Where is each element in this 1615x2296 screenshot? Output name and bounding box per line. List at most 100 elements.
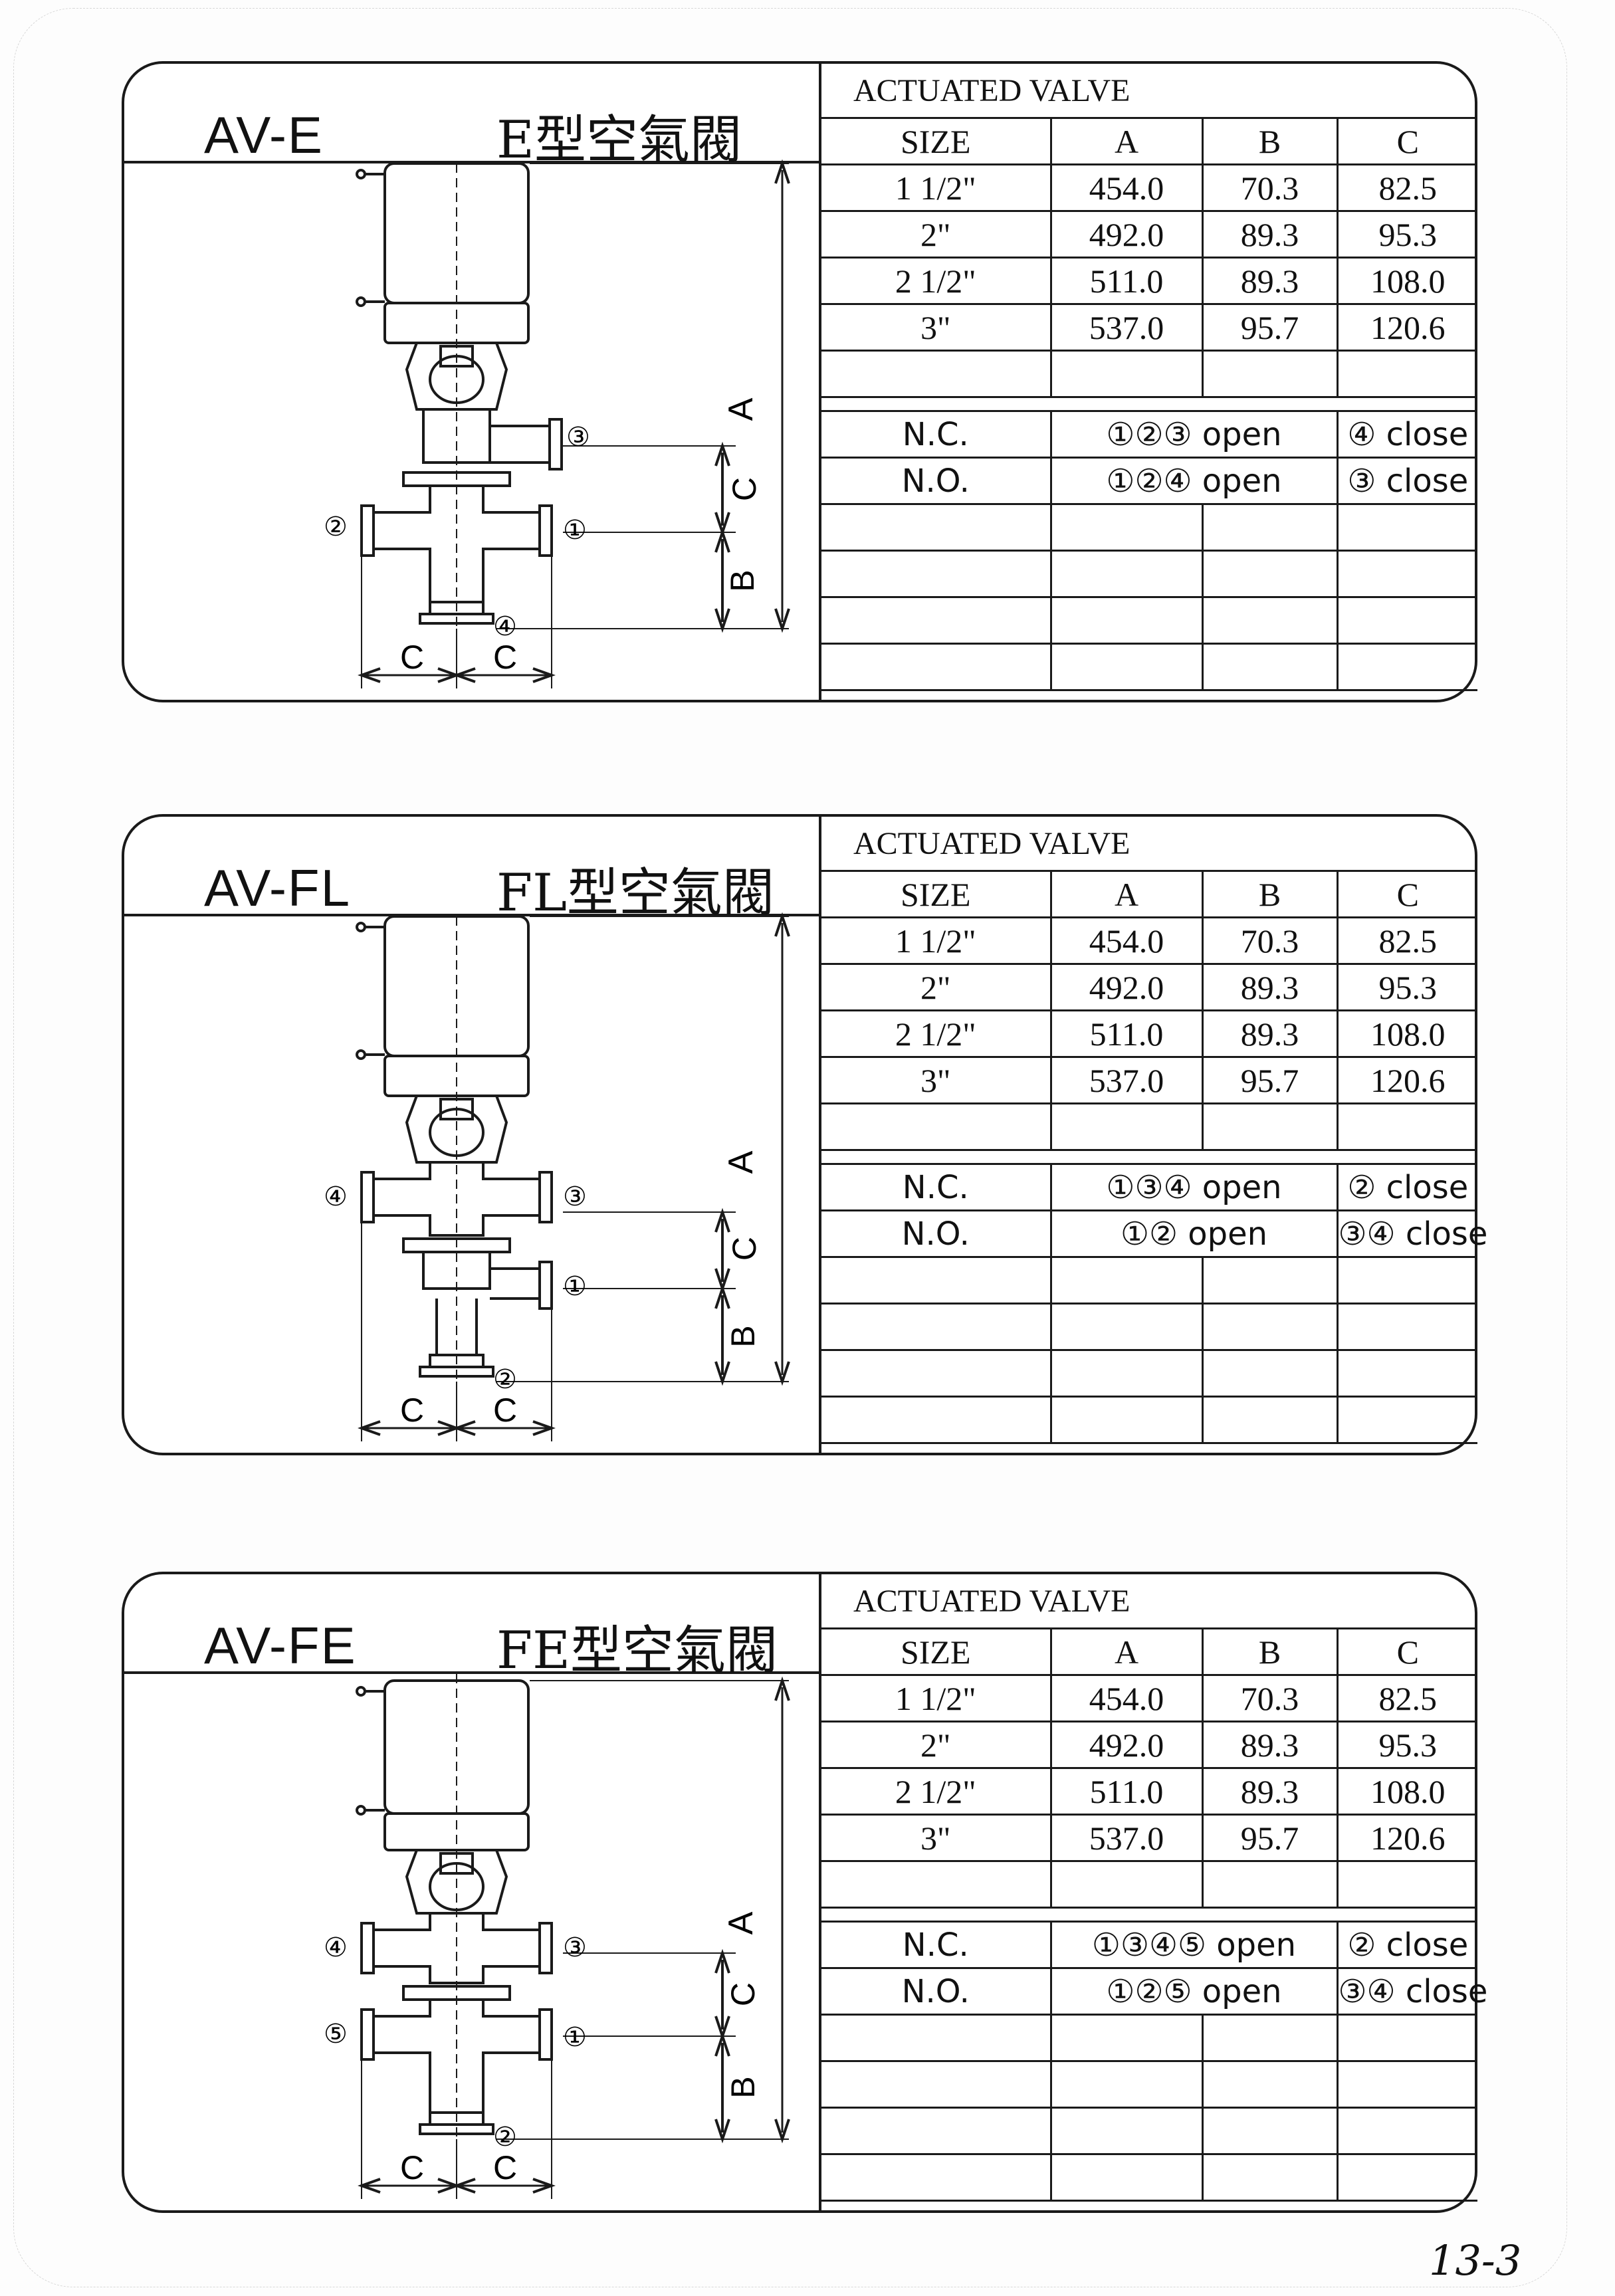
spec-table: ACTUATED VALVE SIZE A B C 1 1/2" 454.0 7… — [821, 817, 1487, 1444]
port-3-label: ③ — [563, 1933, 587, 1962]
table-row: 2" 492.0 89.3 95.3 — [821, 210, 1478, 259]
cell-b: 70.3 — [1201, 163, 1339, 212]
cell-b: 89.3 — [1201, 257, 1339, 305]
empty-row — [821, 2060, 1478, 2109]
header-a: A — [1049, 870, 1204, 918]
empty-row — [821, 503, 1478, 552]
panel-av-fl: AV-FL FL型空氣閥 — [122, 814, 1487, 1455]
dim-c-label: C — [726, 477, 763, 501]
model-chinese-name: FE型空氣閥 — [496, 1621, 778, 1681]
cell-b: 95.7 — [1201, 1814, 1339, 1862]
cell-size: 3" — [821, 303, 1052, 352]
dim-b-label: B — [724, 1325, 762, 1347]
table-row: 1 1/2" 454.0 70.3 82.5 — [821, 916, 1478, 965]
nc-label: N.C. — [821, 1921, 1052, 1969]
header-a: A — [1049, 117, 1204, 165]
table-row: 2 1/2" 511.0 89.3 108.0 — [821, 257, 1478, 305]
cell-c: 108.0 — [1336, 1009, 1478, 1058]
cell-a: 492.0 — [1049, 963, 1204, 1011]
nc-open: ①③④⑤ open — [1049, 1921, 1339, 1969]
header-b: B — [1201, 870, 1339, 918]
empty-row — [821, 350, 1478, 398]
drawing-section: AV-FE FE型空氣閥 — [124, 1574, 819, 2210]
no-label: N.O. — [821, 1209, 1052, 1258]
cell-a: 454.0 — [1049, 916, 1204, 965]
cell-a: 511.0 — [1049, 1767, 1204, 1816]
cell-a: 492.0 — [1049, 210, 1204, 259]
cell-size: 2" — [821, 1721, 1052, 1769]
spec-table: ACTUATED VALVE SIZE A B C 1 1/2" 454.0 7… — [821, 1574, 1487, 2202]
table-title: ACTUATED VALVE — [821, 64, 1478, 119]
empty-row — [821, 2153, 1478, 2202]
cell-b: 89.3 — [1201, 210, 1339, 259]
no-label: N.O. — [821, 1967, 1052, 2016]
cell-a: 511.0 — [1049, 257, 1204, 305]
cell-size: 2 1/2" — [821, 257, 1052, 305]
model-code: AV-FE — [204, 1616, 357, 1675]
dim-a-label: A — [722, 1911, 760, 1934]
no-close: ③④ close — [1336, 1209, 1487, 1258]
dim-b-label: B — [724, 570, 761, 591]
cell-c: 95.3 — [1336, 1721, 1478, 1769]
no-open: ①②④ open — [1049, 457, 1339, 505]
cell-c: 120.6 — [1336, 1814, 1478, 1862]
cell-a: 537.0 — [1049, 1056, 1204, 1104]
table-row: 2" 492.0 89.3 95.3 — [821, 963, 1478, 1011]
port-5-label: ⑤ — [324, 2020, 348, 2049]
table-title: ACTUATED VALVE — [821, 817, 1478, 872]
cell-size: 2" — [821, 210, 1052, 259]
panel-divider — [819, 817, 821, 1453]
cell-c: 82.5 — [1336, 163, 1478, 212]
nc-row: N.C. ①②③ open ④ close — [821, 410, 1478, 459]
table-row: 3" 537.0 95.7 120.6 — [821, 1056, 1478, 1104]
cell-b: 89.3 — [1201, 1009, 1339, 1058]
no-row: N.O. ①②④ open ③ close — [821, 457, 1478, 505]
table-title: ACTUATED VALVE — [821, 1574, 1478, 1629]
dim-c-label: C — [724, 1982, 762, 2006]
model-chinese-name: FL型空氣閥 — [496, 863, 774, 923]
dim-c-right-label: C — [493, 2149, 517, 2186]
dim-b-label: B — [724, 2076, 762, 2098]
no-row: N.O. ①②⑤ open ③④ close — [821, 1967, 1487, 2016]
dim-c-left-label: C — [400, 1392, 424, 1429]
cell-c: 120.6 — [1336, 303, 1478, 352]
empty-row — [821, 2014, 1478, 2062]
panel-av-fe: AV-FE FE型空氣閥 — [122, 1572, 1487, 2213]
panel-header: AV-FL FL型空氣閥 — [124, 817, 819, 923]
panel-divider — [819, 1574, 821, 2210]
port-4-label: ④ — [324, 1182, 348, 1211]
table-header-row: SIZE A B C — [821, 870, 1478, 918]
cell-size: 1 1/2" — [821, 1674, 1052, 1722]
empty-row — [821, 1860, 1478, 1909]
no-row: N.O. ①② open ③④ close — [821, 1209, 1487, 1258]
cell-b: 70.3 — [1201, 916, 1339, 965]
no-label: N.O. — [821, 457, 1052, 505]
dim-c-label: C — [726, 1237, 763, 1261]
port-4-label: ④ — [493, 612, 517, 641]
cell-c: 108.0 — [1336, 1767, 1478, 1816]
empty-row — [821, 1102, 1478, 1151]
cell-b: 70.3 — [1201, 1674, 1339, 1722]
dim-c-left-label: C — [400, 2149, 424, 2186]
nc-open: ①③④ open — [1049, 1163, 1339, 1211]
nc-label: N.C. — [821, 1163, 1052, 1211]
port-2-label: ② — [493, 2123, 517, 2152]
spacer-row — [821, 396, 1478, 412]
panel-header: AV-FE FE型空氣閥 — [124, 1574, 819, 1681]
no-open: ①② open — [1049, 1209, 1339, 1258]
nc-close: ② close — [1336, 1163, 1478, 1211]
panel-av-e: AV-E E型空氣閥 — [122, 61, 1478, 702]
cell-a: 537.0 — [1049, 303, 1204, 352]
dim-c-right-label: C — [493, 639, 517, 676]
cell-b: 89.3 — [1201, 1767, 1339, 1816]
table-header-row: SIZE A B C — [821, 1627, 1478, 1676]
cell-b: 89.3 — [1201, 963, 1339, 1011]
header-c: C — [1336, 870, 1478, 918]
empty-row — [821, 643, 1478, 691]
empty-row — [821, 550, 1478, 598]
cell-size: 2 1/2" — [821, 1767, 1052, 1816]
header-a: A — [1049, 1627, 1204, 1676]
cell-c: 95.3 — [1336, 210, 1478, 259]
cell-a: 492.0 — [1049, 1721, 1204, 1769]
table-row: 2" 492.0 89.3 95.3 — [821, 1721, 1478, 1769]
